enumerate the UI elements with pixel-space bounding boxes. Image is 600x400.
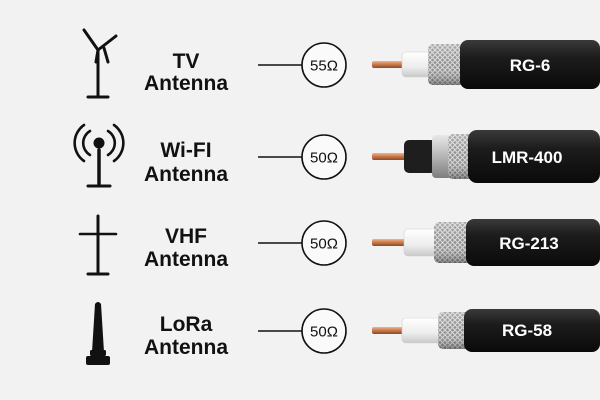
impedance-value: 50Ω [310,150,338,167]
cable-jacket [464,309,600,352]
antenna-name-line2: Antenna [144,248,228,271]
antenna-name-line2: Antenna [144,336,228,359]
antenna-name-line2: Antenna [144,163,228,186]
antenna-name-line2: Antenna [144,72,228,95]
lora-antenna-icon [86,302,110,365]
cable-jacket [468,130,600,183]
center-conductor [372,327,406,334]
coax-cable: RG-58 [372,309,600,352]
foil-shield [432,135,452,178]
impedance-badge [301,42,347,88]
row-lora: LoRa Antenna 50Ω RG-58 [86,302,600,365]
impedance-value: 50Ω [310,324,338,341]
impedance-badge [301,308,347,354]
vhf-antenna-icon [78,214,118,276]
cable-type-label: RG-58 [502,321,552,340]
row-vhf: VHF Antenna 50Ω RG-213 [78,214,600,276]
cable-jacket [466,219,600,266]
center-conductor [372,153,410,160]
wifi-antenna-tip [93,137,105,149]
cable-type-label: RG-6 [510,56,551,75]
antenna-name-line1: Wi-FI [160,139,211,162]
center-conductor [372,239,408,246]
dielectric-insulator [401,317,445,344]
coax-cable: RG-6 [372,40,600,89]
impedance-badge [301,220,347,266]
impedance-badge [301,134,347,180]
cable-type-label: RG-213 [499,234,559,253]
antenna-name-line1: VHF [165,225,207,248]
impedance-value: 50Ω [310,236,338,253]
cable-jacket [460,40,600,89]
antenna-name-line1: TV [173,50,200,73]
center-conductor [372,61,406,68]
row-tv: TV Antenna 55Ω RG-6 [82,28,600,99]
tv-antenna-icon [82,28,118,99]
coax-cable: RG-213 [372,219,600,266]
antenna-name-line1: LoRa [160,313,213,336]
dielectric-insulator [404,140,436,173]
cable-type-label: LMR-400 [492,148,563,167]
row-wifi: Wi-FI Antenna 50Ω LMR-400 [73,123,600,188]
coax-cable: LMR-400 [372,130,600,183]
impedance-value: 55Ω [310,58,338,75]
wifi-antenna-icon [73,123,125,188]
